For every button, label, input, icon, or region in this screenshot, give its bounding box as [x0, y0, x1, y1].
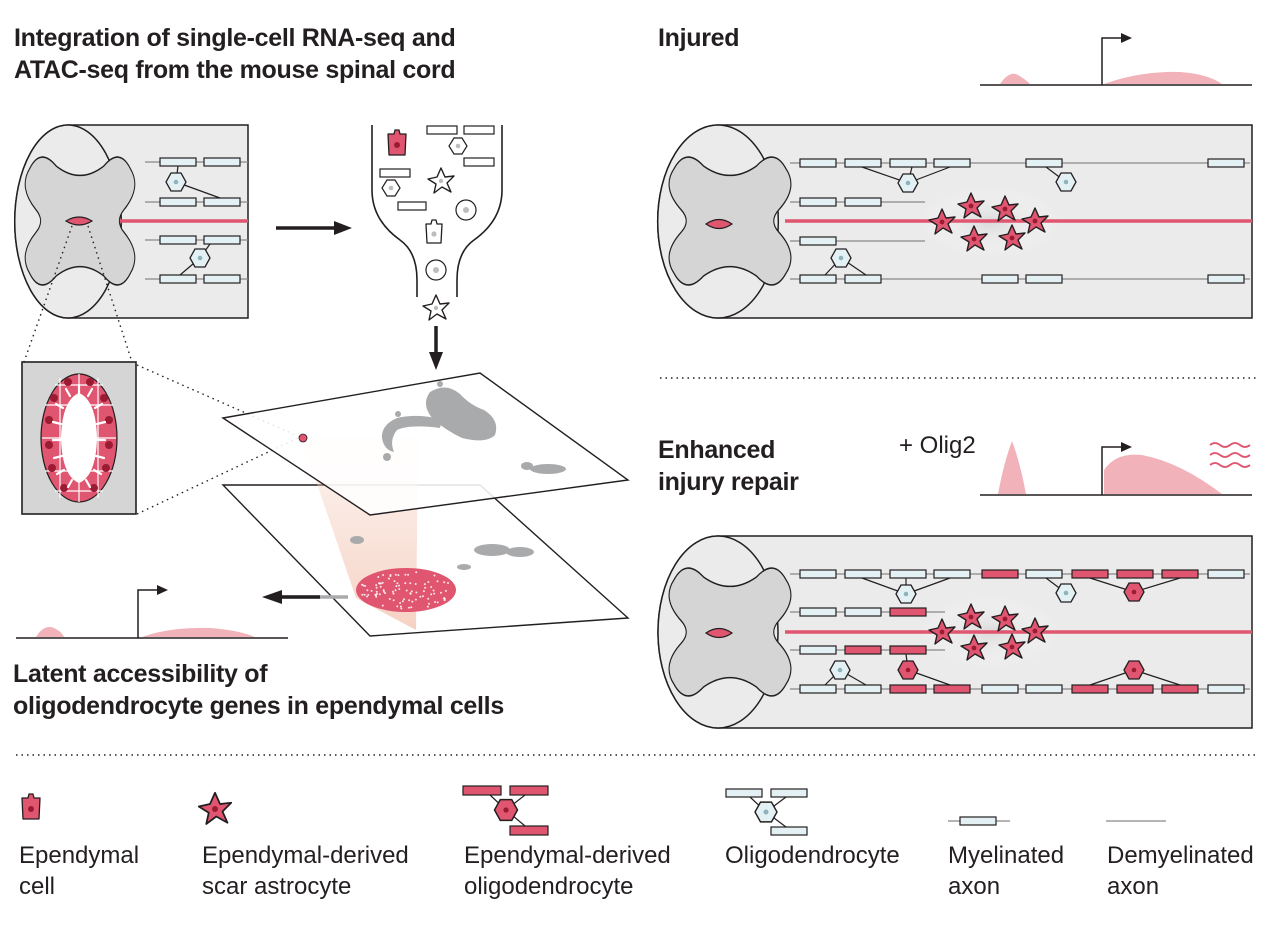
- accessibility-track-injured: [980, 33, 1252, 86]
- latent-title-line1: Latent accessibility of: [13, 660, 268, 688]
- olig2-label: + Olig2: [899, 432, 976, 459]
- enhanced-title-line1: Enhanced: [658, 436, 776, 464]
- central-canal: [64, 216, 94, 226]
- legend-label-scar-astrocyte: Ependymal-derived scar astrocyte: [202, 842, 409, 900]
- integration-title-line2: ATAC-seq from the mouse spinal cord: [14, 56, 456, 84]
- arrow-right-icon: [276, 221, 352, 235]
- integration-title: Integration of single-cell RNA-seq and A…: [14, 24, 456, 84]
- enhanced-title-line2: injury repair: [658, 468, 799, 496]
- oligodendrocyte-icon: [725, 788, 808, 836]
- scar-astrocyte-icon: [197, 791, 233, 825]
- transcript-wave-icon: [1209, 442, 1251, 468]
- legend-label-oligodendrocyte: Oligodendrocyte: [725, 842, 900, 869]
- legend: [21, 785, 1166, 836]
- legend-label-myelinated-axon: Myelinated axon: [948, 842, 1065, 900]
- umap-clusters-top: [381, 381, 566, 474]
- dissociation-funnel: [371, 125, 503, 321]
- latent-title-line2: oligodendrocyte genes in ependymal cells: [13, 692, 504, 720]
- umap-planes: [221, 372, 630, 637]
- accessibility-track-enhanced: [980, 441, 1252, 496]
- spinal-cord-top-left: [13, 124, 249, 319]
- legend-label-ependymal-oligodendrocyte: Ependymal-derived oligodendrocyte: [464, 842, 671, 900]
- injured-title: Injured: [658, 24, 740, 52]
- ependymal-oligodendrocyte-icon: [462, 785, 549, 836]
- spinal-cord-enhanced: [657, 535, 1253, 729]
- arrow-down-icon: [429, 326, 443, 370]
- ependymal-cell-icon: [21, 793, 41, 820]
- injured-title-text: Injured: [658, 24, 740, 52]
- arrow-left-icon: [262, 590, 348, 604]
- ependymal-cluster-dot: [298, 433, 308, 443]
- legend-label-ependymal-cell: Ependymal cell: [19, 842, 140, 900]
- olig2-annotation: + Olig2: [899, 432, 976, 459]
- umap-clusters-bottom: [350, 536, 534, 570]
- latent-title: Latent accessibility of oligodendrocyte …: [13, 660, 504, 720]
- accessibility-track-latent: [16, 585, 288, 639]
- integration-title-line1: Integration of single-cell RNA-seq and: [14, 24, 456, 52]
- ependymal-zoom-inset: [21, 361, 137, 515]
- enhanced-title: Enhanced injury repair: [658, 436, 799, 496]
- zoom-lines: [23, 225, 301, 515]
- ependymal-derived-myelin: [844, 569, 1199, 694]
- spinal-cord-injured: [656, 124, 1253, 319]
- myelinated-axon-icon: [948, 816, 1010, 826]
- legend-label-demyelinated-axon: Demyelinated axon: [1107, 842, 1254, 900]
- legend-labels: Ependymal cell Ependymal-derived scar as…: [19, 842, 1254, 900]
